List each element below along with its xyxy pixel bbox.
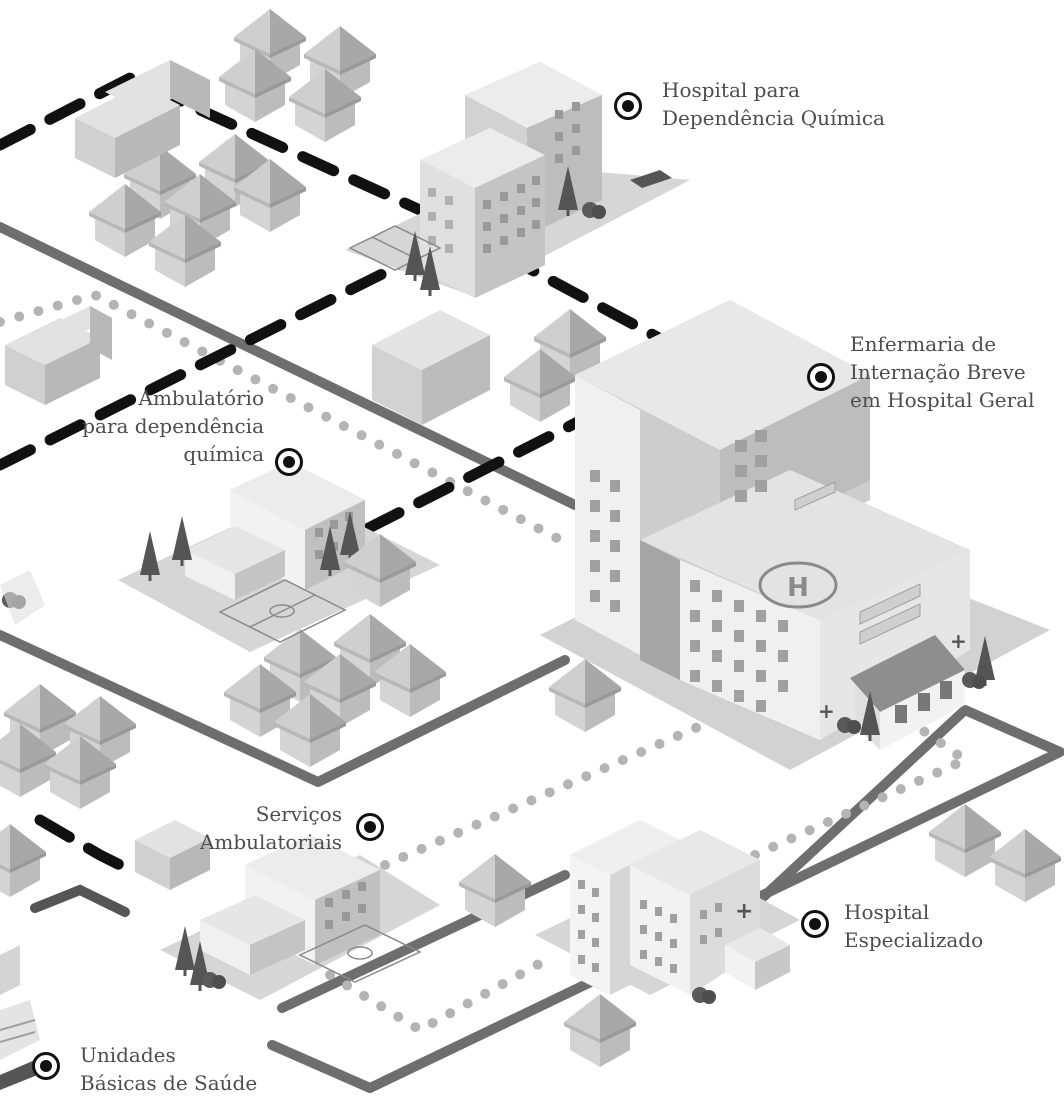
label-ubs: Unidades Básicas de Saúde bbox=[80, 1043, 258, 1095]
svg-text:+: + bbox=[735, 899, 753, 924]
marker-hospital-dependencia bbox=[614, 92, 642, 120]
building-ambulatorio bbox=[118, 462, 440, 652]
dotted-routes bbox=[0, 289, 976, 1036]
label-enfermaria: Enfermaria de Internação Breve em Hospit… bbox=[850, 332, 1035, 412]
svg-text:+: + bbox=[950, 629, 967, 653]
label-servicos: Serviços Ambulatoriais bbox=[199, 802, 342, 854]
building-hospital-especializado: + bbox=[535, 820, 800, 1004]
label-hospital-dependencia: Hospital para Dependência Química bbox=[662, 78, 885, 130]
marker-servicos bbox=[356, 813, 384, 841]
road-stub bbox=[30, 884, 130, 917]
residential-area bbox=[0, 9, 1061, 1067]
marker-hospital-especializado bbox=[801, 910, 829, 938]
marker-ambulatorio bbox=[275, 448, 303, 476]
building-enfermaria: H + + bbox=[540, 300, 1050, 770]
label-hospital-especializado: Hospital Especializado bbox=[844, 900, 984, 952]
svg-text:H: H bbox=[787, 573, 809, 603]
building-servicos bbox=[160, 835, 440, 1000]
svg-text:+: + bbox=[818, 699, 835, 723]
building-hospital-dependencia bbox=[345, 62, 690, 298]
marker-enfermaria bbox=[807, 363, 835, 391]
marker-ubs bbox=[32, 1052, 60, 1080]
label-ambulatorio: Ambulatório para dependência química bbox=[82, 386, 264, 466]
